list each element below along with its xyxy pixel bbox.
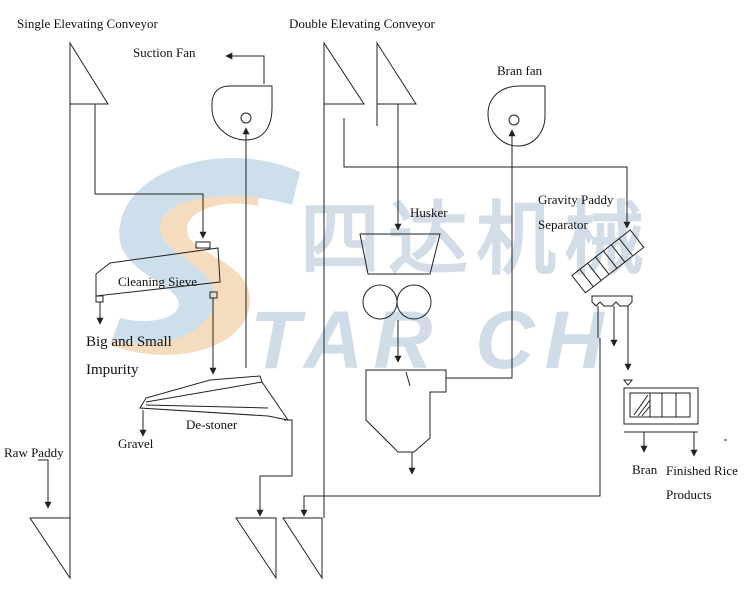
husk-separator-flap	[405, 371, 411, 387]
whitener-body	[623, 387, 699, 425]
separator-recycle-line	[300, 338, 601, 517]
label-gravity-paddy-1: Gravity Paddy	[538, 192, 614, 207]
whitener-hatch-3	[641, 405, 651, 417]
de-stoner	[139, 375, 293, 517]
single-conveyor-top-head	[69, 41, 109, 105]
destoner-to-double-conveyor-line	[256, 419, 293, 517]
whitener-hatch-1	[633, 394, 649, 416]
bran-fan-rotor	[508, 114, 520, 126]
rice-whitener	[622, 379, 727, 457]
husker-roller-left	[362, 284, 398, 320]
label-de-stoner: De-stoner	[186, 417, 238, 432]
double-conveyor-top-head-1	[323, 41, 365, 105]
label-impurity-2: Impurity	[86, 362, 139, 378]
label-cleaning-sieve: Cleaning Sieve	[118, 274, 198, 289]
cleaning-sieve-inlet	[195, 241, 211, 249]
gravity-separator-deck	[571, 229, 645, 294]
husker-roller-right	[396, 284, 432, 320]
double-elevating-conveyor	[235, 41, 417, 580]
label-finished-rice-1: Finished Rice	[666, 463, 738, 478]
gravity-separator-hoppers	[591, 295, 633, 307]
suction-fan-rotor	[240, 112, 252, 124]
husk-separator-body	[365, 369, 447, 453]
label-single-elevating-conveyor: Single Elevating Conveyor	[17, 16, 158, 31]
bran-fan-inlet-line	[446, 129, 516, 379]
gravity-separator-stripe-6	[618, 238, 634, 257]
husker	[359, 233, 441, 363]
gravity-separator-stripe-3	[595, 256, 610, 275]
label-finished-rice-2: Products	[666, 487, 712, 502]
husk-separator	[365, 369, 447, 475]
whitener-inlet	[622, 379, 634, 386]
gravity-separator-stripe-1	[579, 269, 594, 288]
conveyor-to-separator-line	[343, 118, 631, 229]
de-stoner-deck-2	[145, 404, 269, 409]
watermark-chinese: 四达机械	[300, 195, 652, 284]
label-gravel: Gravel	[118, 436, 154, 451]
label-impurity-1: Big and Small	[86, 334, 172, 350]
de-stoner-body	[139, 375, 290, 421]
bran-fan-housing	[487, 85, 546, 147]
watermark-s-blue	[112, 157, 300, 344]
label-gravity-paddy-2: Separator	[538, 217, 588, 232]
whitener-screen	[629, 392, 691, 418]
single-elevating-conveyor	[29, 41, 109, 580]
de-stoner-deck-1	[145, 381, 263, 403]
whitener-hatch-2	[637, 399, 651, 417]
cleaning-sieve-outlet-left	[95, 295, 104, 303]
suction-fan	[211, 52, 273, 368]
gravity-separator-stripe-5	[610, 244, 626, 263]
label-raw-paddy: Raw Paddy	[4, 445, 64, 460]
double-conveyor-top-head-2	[376, 41, 417, 105]
suction-fan-exhaust-arrow	[225, 52, 265, 84]
cleaning-sieve	[95, 241, 221, 375]
gravity-separator-stripe-2	[587, 262, 602, 281]
label-bran-fan: Bran fan	[497, 63, 543, 78]
suction-fan-housing	[211, 85, 273, 141]
label-bran: Bran	[632, 462, 658, 477]
gravity-paddy-separator	[571, 229, 645, 371]
raw-paddy-arrow	[38, 459, 52, 509]
single-conveyor-bottom-boot	[29, 517, 71, 580]
husker-hopper	[359, 233, 441, 275]
bran-fan	[446, 85, 546, 379]
label-suction-fan: Suction Fan	[133, 45, 196, 60]
single-conveyor-to-sieve-line	[94, 104, 207, 239]
double-conveyor-bottom-boot-2	[282, 517, 323, 580]
label-double-elevating-conveyor: Double Elevating Conveyor	[289, 16, 435, 31]
cleaning-sieve-outlet-right	[209, 291, 218, 299]
double-conveyor-bottom-boot-1	[235, 517, 277, 580]
label-husker: Husker	[410, 205, 448, 220]
gravity-separator-stripe-4	[603, 250, 618, 269]
